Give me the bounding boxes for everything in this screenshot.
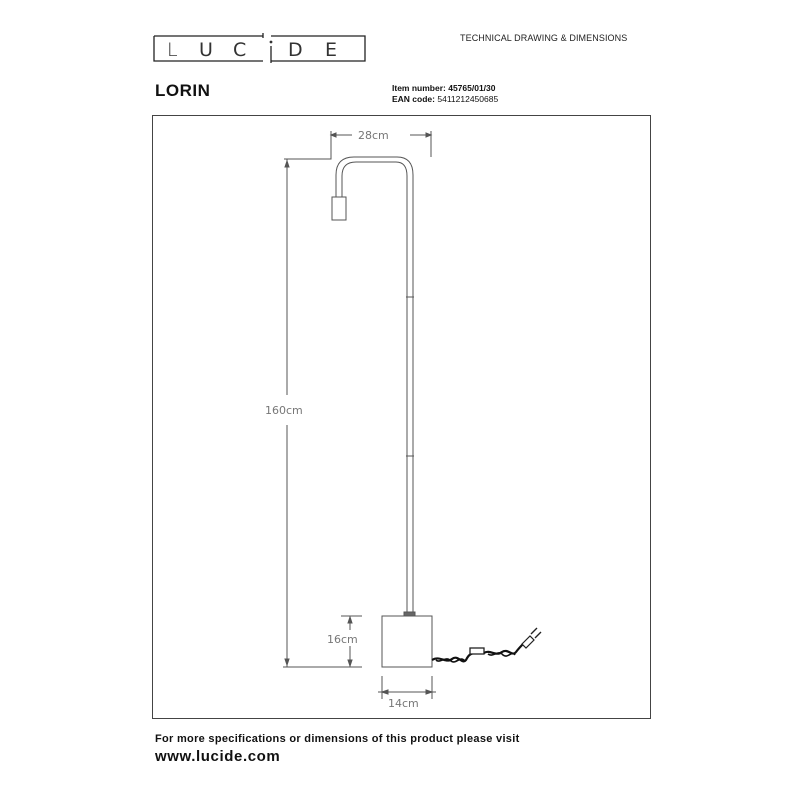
power-cord-icon	[431, 627, 542, 663]
ean-row: EAN code: 5411212450685	[392, 94, 498, 105]
product-meta: Item number: 45765/01/30 EAN code: 54112…	[392, 83, 498, 105]
footer-text: For more specifications or dimensions of…	[155, 733, 520, 745]
ean-value: 5411212450685	[437, 94, 499, 104]
svg-text:D: D	[288, 39, 303, 61]
svg-text:U: U	[199, 39, 213, 61]
document-title: TECHNICAL DRAWING & DIMENSIONS	[460, 33, 628, 43]
drawing-frame	[152, 115, 651, 719]
svg-text:E: E	[325, 39, 337, 61]
item-number-label: Item number:	[392, 83, 446, 93]
dimension-total-height	[283, 158, 362, 668]
dimension-label-160cm: 160cm	[265, 404, 303, 417]
item-number-value: 45765/01/30	[448, 83, 496, 93]
lamp-drawing	[331, 156, 433, 668]
dimension-base-width	[378, 676, 436, 699]
lucide-logo: L U C D E	[153, 32, 366, 63]
website-link[interactable]: www.lucide.com	[155, 748, 281, 765]
dimension-label-14cm: 14cm	[388, 697, 419, 710]
ean-label: EAN code:	[392, 94, 435, 104]
dimension-label-16cm: 16cm	[327, 633, 358, 646]
item-number-row: Item number: 45765/01/30	[392, 83, 498, 94]
dimension-base-height	[341, 615, 362, 668]
dimension-label-28cm: 28cm	[358, 129, 389, 142]
logo-text: L	[167, 39, 178, 61]
dimension-width-top	[329, 131, 433, 158]
svg-text:C: C	[233, 39, 246, 61]
product-name: LORIN	[155, 81, 211, 100]
